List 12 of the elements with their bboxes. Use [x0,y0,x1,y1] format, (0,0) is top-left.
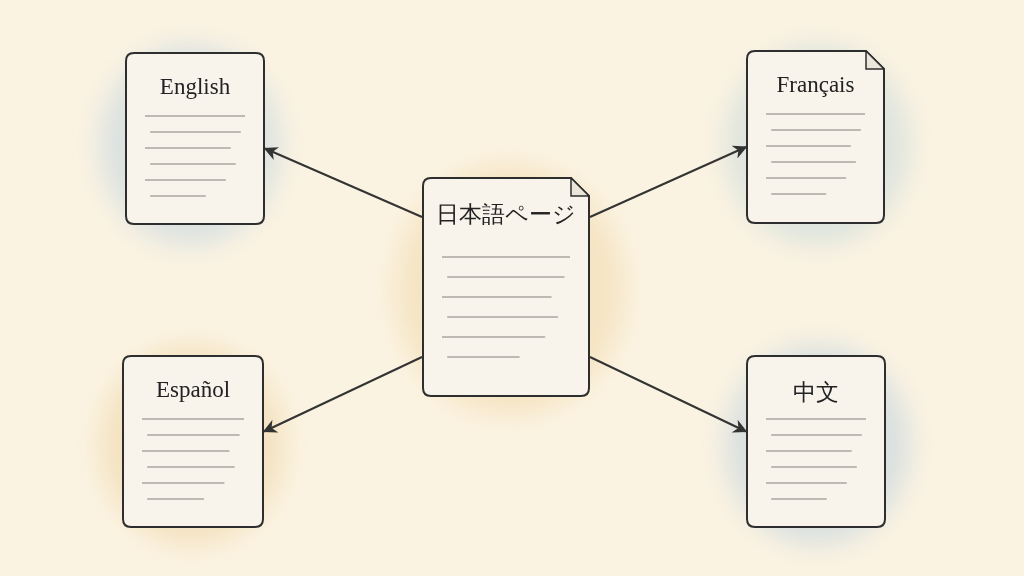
page-title: Español [154,377,232,403]
page-title: Français [775,72,856,98]
arrow [589,145,748,218]
document-page [746,50,885,224]
page-title: 中文 [792,379,840,407]
arrow [589,356,748,433]
document-page [122,355,264,528]
document-page [746,355,886,528]
document-page [125,52,265,225]
page-title: English [158,74,232,100]
document-page [422,177,590,397]
page-title: 日本語ページ [435,201,577,229]
